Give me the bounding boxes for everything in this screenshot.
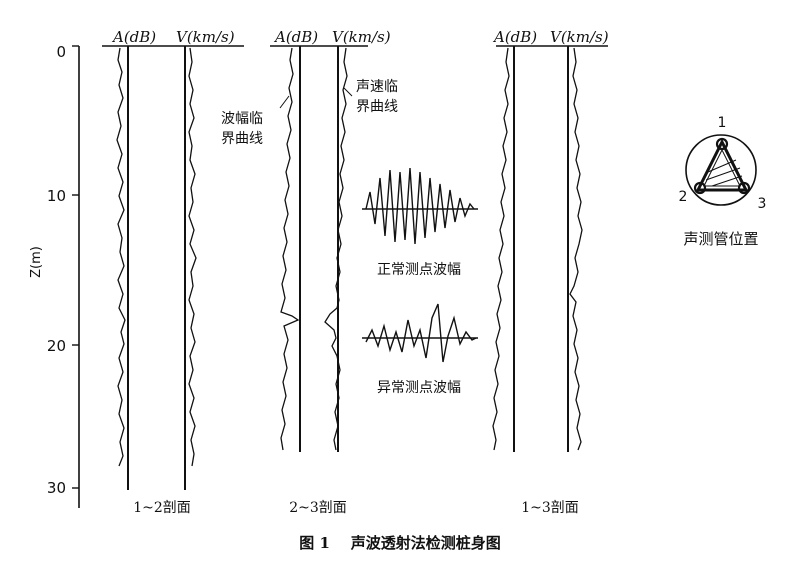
- tube-triangle: [695, 138, 749, 192]
- velocity-curve: [188, 47, 197, 467]
- depth-tick-label-0: 0: [56, 43, 66, 61]
- panel-header-amplitude: A(dB): [273, 28, 318, 46]
- abnormal-waveform-trace: [365, 303, 477, 363]
- tube-position-diagram: 1 2 3 声测管位置: [679, 115, 767, 248]
- depth-axis-label: Z(m): [29, 246, 44, 278]
- vel-critical-label-2: 界曲线: [356, 99, 398, 115]
- velocity-curve: [569, 47, 583, 451]
- panel-section-label: 1~3剖面: [521, 500, 579, 516]
- figure-caption: 图 1 声波透射法检测桩身图: [299, 534, 501, 552]
- vel-critical-label-1: 声速临: [356, 79, 398, 95]
- sound-tube-1: [715, 137, 729, 151]
- depth-axis: 0 10 20 30 Z(m): [29, 43, 80, 508]
- pile-cross-section-circle: [685, 134, 757, 206]
- abnormal-waveform: 异常测点波幅: [362, 303, 478, 396]
- panel-header-velocity: V(km/s): [176, 28, 235, 46]
- amplitude-curve: [116, 47, 126, 467]
- panel-header-amplitude: A(dB): [111, 28, 156, 46]
- hatch-line: [707, 159, 737, 173]
- velocity-curve: [324, 47, 348, 451]
- amp-critical-label-2: 界曲线: [221, 131, 263, 147]
- panel-2-3: A(dB) V(km/s) 波幅临 界曲线 声速临 界曲线 2~3剖面: [221, 28, 398, 516]
- tube-number-3: 3: [758, 196, 767, 212]
- tube-triangle-inner: [703, 148, 741, 187]
- abnormal-waveform-label: 异常测点波幅: [377, 380, 461, 396]
- sound-tube-2: [693, 181, 707, 195]
- panel-header-amplitude: A(dB): [492, 28, 537, 46]
- tube-number-1: 1: [718, 115, 727, 131]
- velocity-leader-line: [343, 87, 353, 97]
- panel-1-2: A(dB) V(km/s) 1~2剖面: [102, 28, 244, 516]
- normal-waveform: 正常测点波幅: [362, 167, 478, 278]
- tube-number-2: 2: [679, 189, 688, 205]
- amplitude-leader-line: [279, 95, 290, 109]
- amp-critical-label-1: 波幅临: [221, 111, 263, 127]
- panel-header-velocity: V(km/s): [332, 28, 391, 46]
- panel-header-velocity: V(km/s): [550, 28, 609, 46]
- panel-1-3: A(dB) V(km/s) 1~3剖面: [492, 28, 609, 516]
- depth-tick-label-30: 30: [47, 479, 66, 497]
- hatch-line: [705, 167, 741, 181]
- amplitude-curve: [492, 47, 510, 451]
- tube-position-label: 声测管位置: [683, 230, 758, 248]
- panel-section-label: 1~2剖面: [133, 500, 191, 516]
- panel-section-label: 2~3剖面: [289, 500, 347, 516]
- hatch-line: [711, 175, 743, 187]
- depth-tick-label-20: 20: [47, 337, 66, 355]
- sound-tube-3: [737, 181, 751, 195]
- normal-waveform-trace: [365, 167, 475, 245]
- normal-waveform-label: 正常测点波幅: [377, 262, 461, 278]
- amplitude-curve: [280, 47, 300, 451]
- depth-tick-label-10: 10: [47, 187, 66, 205]
